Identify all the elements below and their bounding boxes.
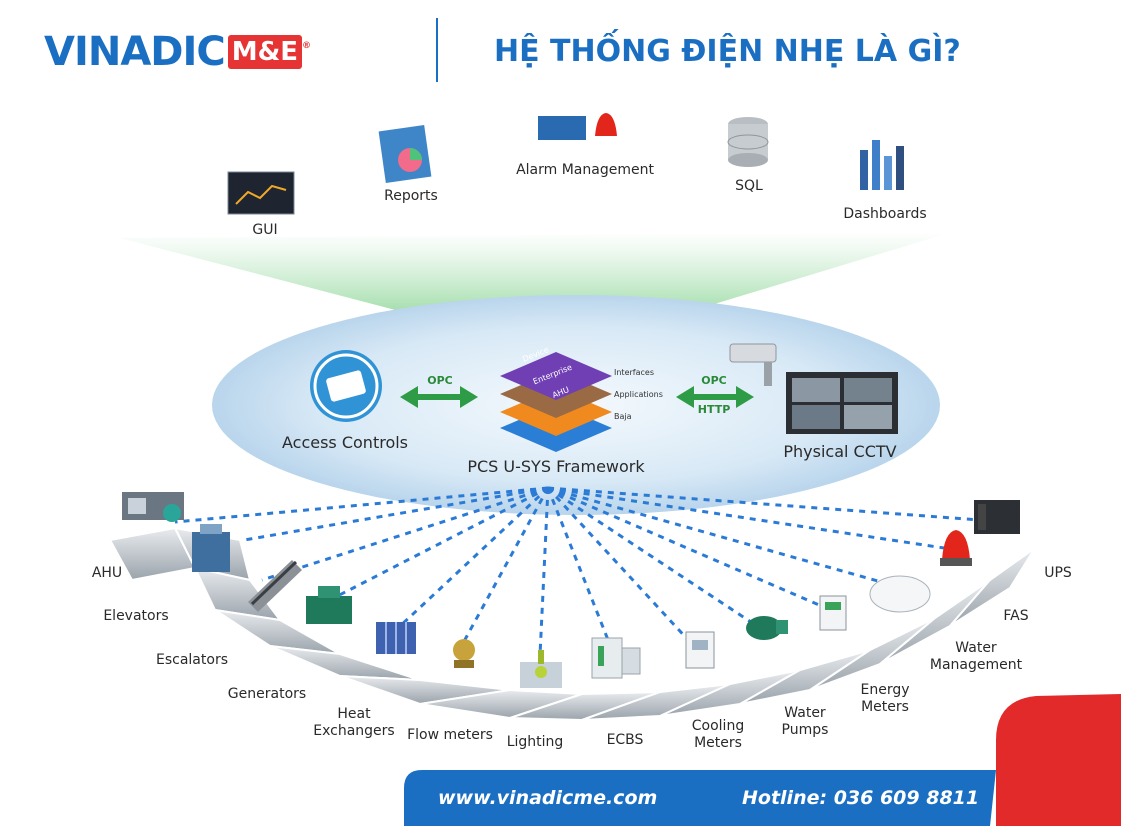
label-flow-meters: Flow meters [407, 727, 493, 743]
logo-badge: M&E® [227, 35, 311, 69]
label-lighting: Lighting [506, 734, 564, 750]
label-fas: FAS [1003, 608, 1029, 624]
label-alarm-management: Alarm Management [516, 162, 654, 178]
water-pumps-icon [746, 616, 788, 640]
label-http-right: HTTP [697, 403, 731, 416]
side-interfaces-label: Interfaces [614, 368, 654, 377]
water-management-icon [869, 575, 931, 613]
label-dashboards: Dashboards [843, 206, 927, 222]
cooling-meters-icon [685, 631, 715, 669]
cctv-camera-icon [729, 343, 777, 386]
framework-stack [500, 352, 612, 452]
side-baja-label: Baja [614, 412, 632, 421]
company-logo: VINADIC M&E® [44, 29, 311, 75]
label-generators: Generators [227, 686, 307, 702]
header-divider [436, 18, 438, 82]
logo-wordmark: VINADIC [44, 29, 226, 75]
label-sql: SQL [735, 178, 763, 194]
heat-exchangers-icon [376, 622, 416, 654]
elevators-icon [192, 524, 230, 572]
label-reports: Reports [384, 188, 438, 204]
sql-icon [727, 117, 769, 167]
device-icons [122, 492, 1020, 688]
access-controls-icon [310, 350, 382, 422]
ahu-icon [122, 492, 184, 522]
alarm-icon [538, 113, 617, 140]
connection-rays [174, 486, 981, 656]
fas-icon [940, 530, 972, 566]
label-energy-meters: Energy Meters [860, 682, 910, 715]
arrow-right [676, 386, 754, 408]
side-applications-label: Applications [614, 390, 663, 399]
label-ups: UPS [1044, 565, 1072, 581]
label-cooling-meters: Cooling Meters [691, 718, 745, 751]
label-opc-right: OPC [701, 374, 727, 387]
gui-icon [227, 171, 295, 215]
reports-icon [378, 125, 432, 183]
label-framework: PCS U-SYS Framework [467, 457, 645, 476]
footer-hotline[interactable]: Hotline: 036 609 8811 [742, 787, 980, 809]
cctv-monitor-icon [786, 372, 898, 434]
dashboards-icon [860, 140, 904, 190]
label-opc-left: OPC [427, 374, 453, 387]
label-elevators: Elevators [103, 608, 169, 624]
green-beam [120, 232, 952, 352]
label-water-management: Water Management [929, 640, 1023, 673]
lighting-icon [520, 650, 562, 688]
label-ahu: AHU [91, 565, 123, 581]
escalators-icon [248, 560, 302, 612]
label-gui: GUI [252, 222, 278, 238]
label-access-controls: Access Controls [281, 433, 409, 452]
flow-meters-icon [453, 639, 475, 668]
arrow-left [400, 386, 478, 408]
footer-red-shape [996, 694, 1121, 826]
logo-badge-text: M&E [231, 37, 299, 67]
footer-blue-bar [404, 770, 996, 826]
generators-icon [306, 586, 352, 624]
label-physical-cctv: Physical CCTV [783, 442, 897, 461]
page-title: HỆ THỐNG ĐIỆN NHẸ LÀ GÌ? [494, 34, 961, 69]
energy-meters-icon [819, 595, 847, 631]
footer-website[interactable]: www.vinadicme.com [438, 787, 658, 809]
label-ecbs: ECBS [606, 732, 644, 748]
label-heat-exchangers: Heat Exchangers [313, 706, 395, 739]
ups-icon [974, 500, 1020, 534]
ecbs-icon [591, 637, 641, 679]
registered-mark: ® [302, 41, 312, 51]
label-escalators: Escalators [156, 652, 228, 668]
top-icons [227, 113, 904, 215]
label-water-pumps: Water Pumps [781, 705, 829, 738]
